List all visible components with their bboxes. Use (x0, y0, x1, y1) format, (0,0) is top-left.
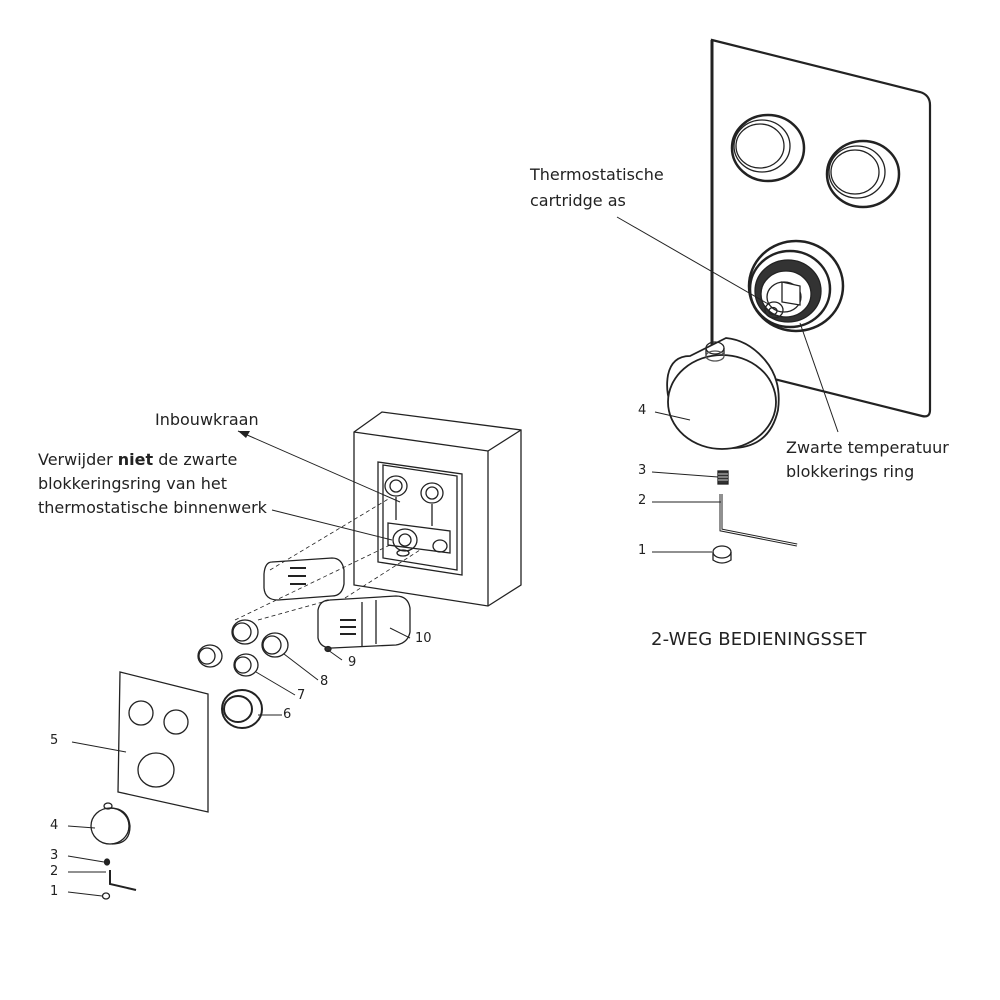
part-number-left-1: 1 (50, 884, 59, 899)
thread-ring (221, 689, 263, 729)
ring-small-1 (231, 619, 259, 645)
part-number-left-4: 4 (50, 818, 59, 833)
label-zwarte-line1: Zwarte temperatuur (786, 438, 949, 457)
leader-lines-right (616, 216, 839, 553)
part-number-left-8: 8 (320, 674, 329, 689)
part-number-right-3: 3 (638, 463, 647, 478)
label-verwijder-line1: Verwijder niet de zwarte (38, 450, 238, 469)
part-number-right-2: 2 (638, 493, 647, 508)
part-number-right-4: 4 (638, 403, 647, 418)
set-screw-large (717, 470, 729, 485)
part-number-left-2: 2 (50, 864, 59, 879)
part-number-left-6: 6 (283, 707, 292, 722)
ring-small-2 (261, 632, 289, 658)
push-button-right (825, 139, 901, 209)
leader-lines-left (67, 430, 411, 897)
label-verwijder-line2: blokkeringsring van het (38, 474, 228, 493)
guide-lines (234, 497, 421, 621)
part-number-left-3: 3 (50, 848, 59, 863)
label-verwijder-line3: thermostatische binnenwerk (38, 498, 267, 517)
valve-body (384, 475, 451, 557)
control-cartridge (317, 595, 411, 649)
wall-box (353, 411, 522, 607)
label-zwarte-line2: blokkerings ring (786, 462, 915, 481)
label-inbouwkraan: Inbouwkraan (155, 410, 259, 429)
allen-key-small (109, 870, 137, 891)
label-cartridge-line2: cartridge as (530, 191, 626, 210)
thermostat-ring (747, 239, 845, 333)
cap-small-1 (197, 644, 223, 668)
part-number-left-5: 5 (50, 733, 59, 748)
part-number-left-9: 9 (348, 655, 357, 670)
part-number-left-10: 10 (415, 631, 432, 646)
cover-plate-small (117, 671, 209, 813)
cap-small-2 (233, 653, 259, 677)
push-button-left (730, 113, 806, 183)
set-screw-small (103, 858, 111, 866)
allen-key-large (719, 494, 798, 547)
spindle-adapter-small (101, 892, 111, 900)
spindle-adapter-large (712, 545, 732, 564)
thermostat-knob-large (666, 337, 780, 450)
screw-small (324, 645, 332, 653)
label-cartridge-line1: Thermostatische (530, 165, 664, 184)
thermostat-knob-small (90, 802, 131, 845)
set-title: 2-WEG BEDIENINGSSET (651, 629, 867, 650)
diverter-cartridge (263, 557, 345, 601)
part-number-right-1: 1 (638, 543, 647, 558)
part-number-left-7: 7 (297, 688, 306, 703)
